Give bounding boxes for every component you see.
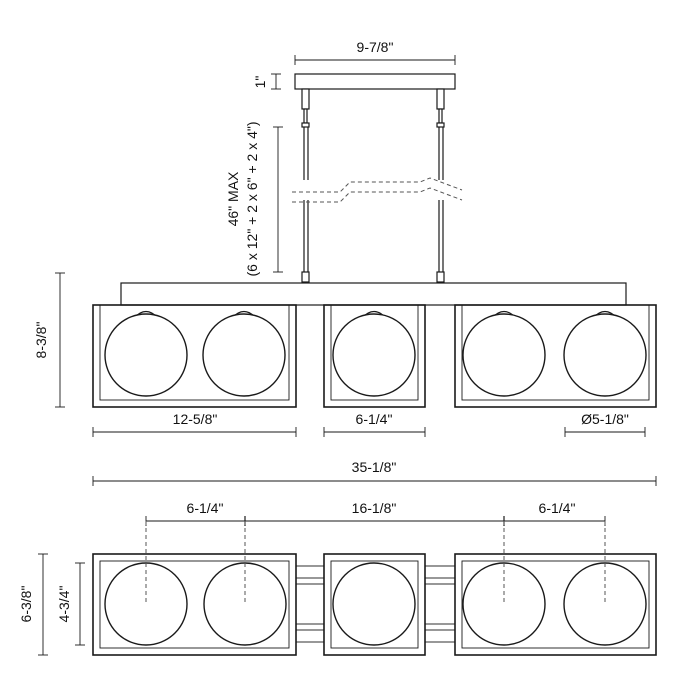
front-globes [104, 310, 647, 397]
side-frame-width-label: 12-5/8" [173, 411, 218, 427]
top-inner-depth-label: 4-3/4" [56, 586, 72, 623]
top-bar [120, 282, 627, 306]
canopy-height-label: 1" [252, 76, 268, 89]
top-view [92, 521, 657, 656]
front-view [92, 282, 657, 408]
center-frame-width-dimension [323, 427, 426, 437]
overall-length-label: 35-1/8" [352, 459, 397, 475]
top-spacing-dimensions [145, 516, 606, 526]
globe-diameter-label: Ø5-1/8" [581, 411, 629, 427]
top-depth-dimension [38, 553, 48, 656]
top-spacing-center-label: 16-1/8" [352, 500, 397, 516]
top-connectors-left [295, 565, 325, 643]
canopy-width-label: 9-7/8" [357, 39, 394, 55]
canopy-height-dimension [271, 73, 281, 90]
center-frame-width-label: 6-1/4" [356, 411, 393, 427]
top-spacing-right-label: 6-1/4" [539, 500, 576, 516]
canopy-width-dimension [294, 55, 456, 65]
top-spacing-left-label: 6-1/4" [187, 500, 224, 516]
rod-combo-label: (6 x 12" + 2 x 6" + 2 x 4") [244, 122, 260, 277]
overall-height-label: 46" MAX [225, 171, 241, 226]
fixture-height-label: 8-3/8" [33, 322, 49, 359]
fixture-height-dimension [55, 272, 65, 408]
globe-diameter-dimension [564, 427, 646, 437]
overall-height-dimension [273, 126, 283, 273]
top-depth-label: 6-3/8" [18, 586, 34, 623]
top-connectors-right [424, 565, 456, 643]
side-frame-width-dimension [92, 427, 297, 437]
top-right-frame [454, 553, 657, 656]
overall-length-dimension [92, 476, 657, 486]
top-inner-depth-dimension [75, 562, 85, 646]
canopy [294, 73, 456, 90]
rod-break-symbol [292, 177, 466, 203]
